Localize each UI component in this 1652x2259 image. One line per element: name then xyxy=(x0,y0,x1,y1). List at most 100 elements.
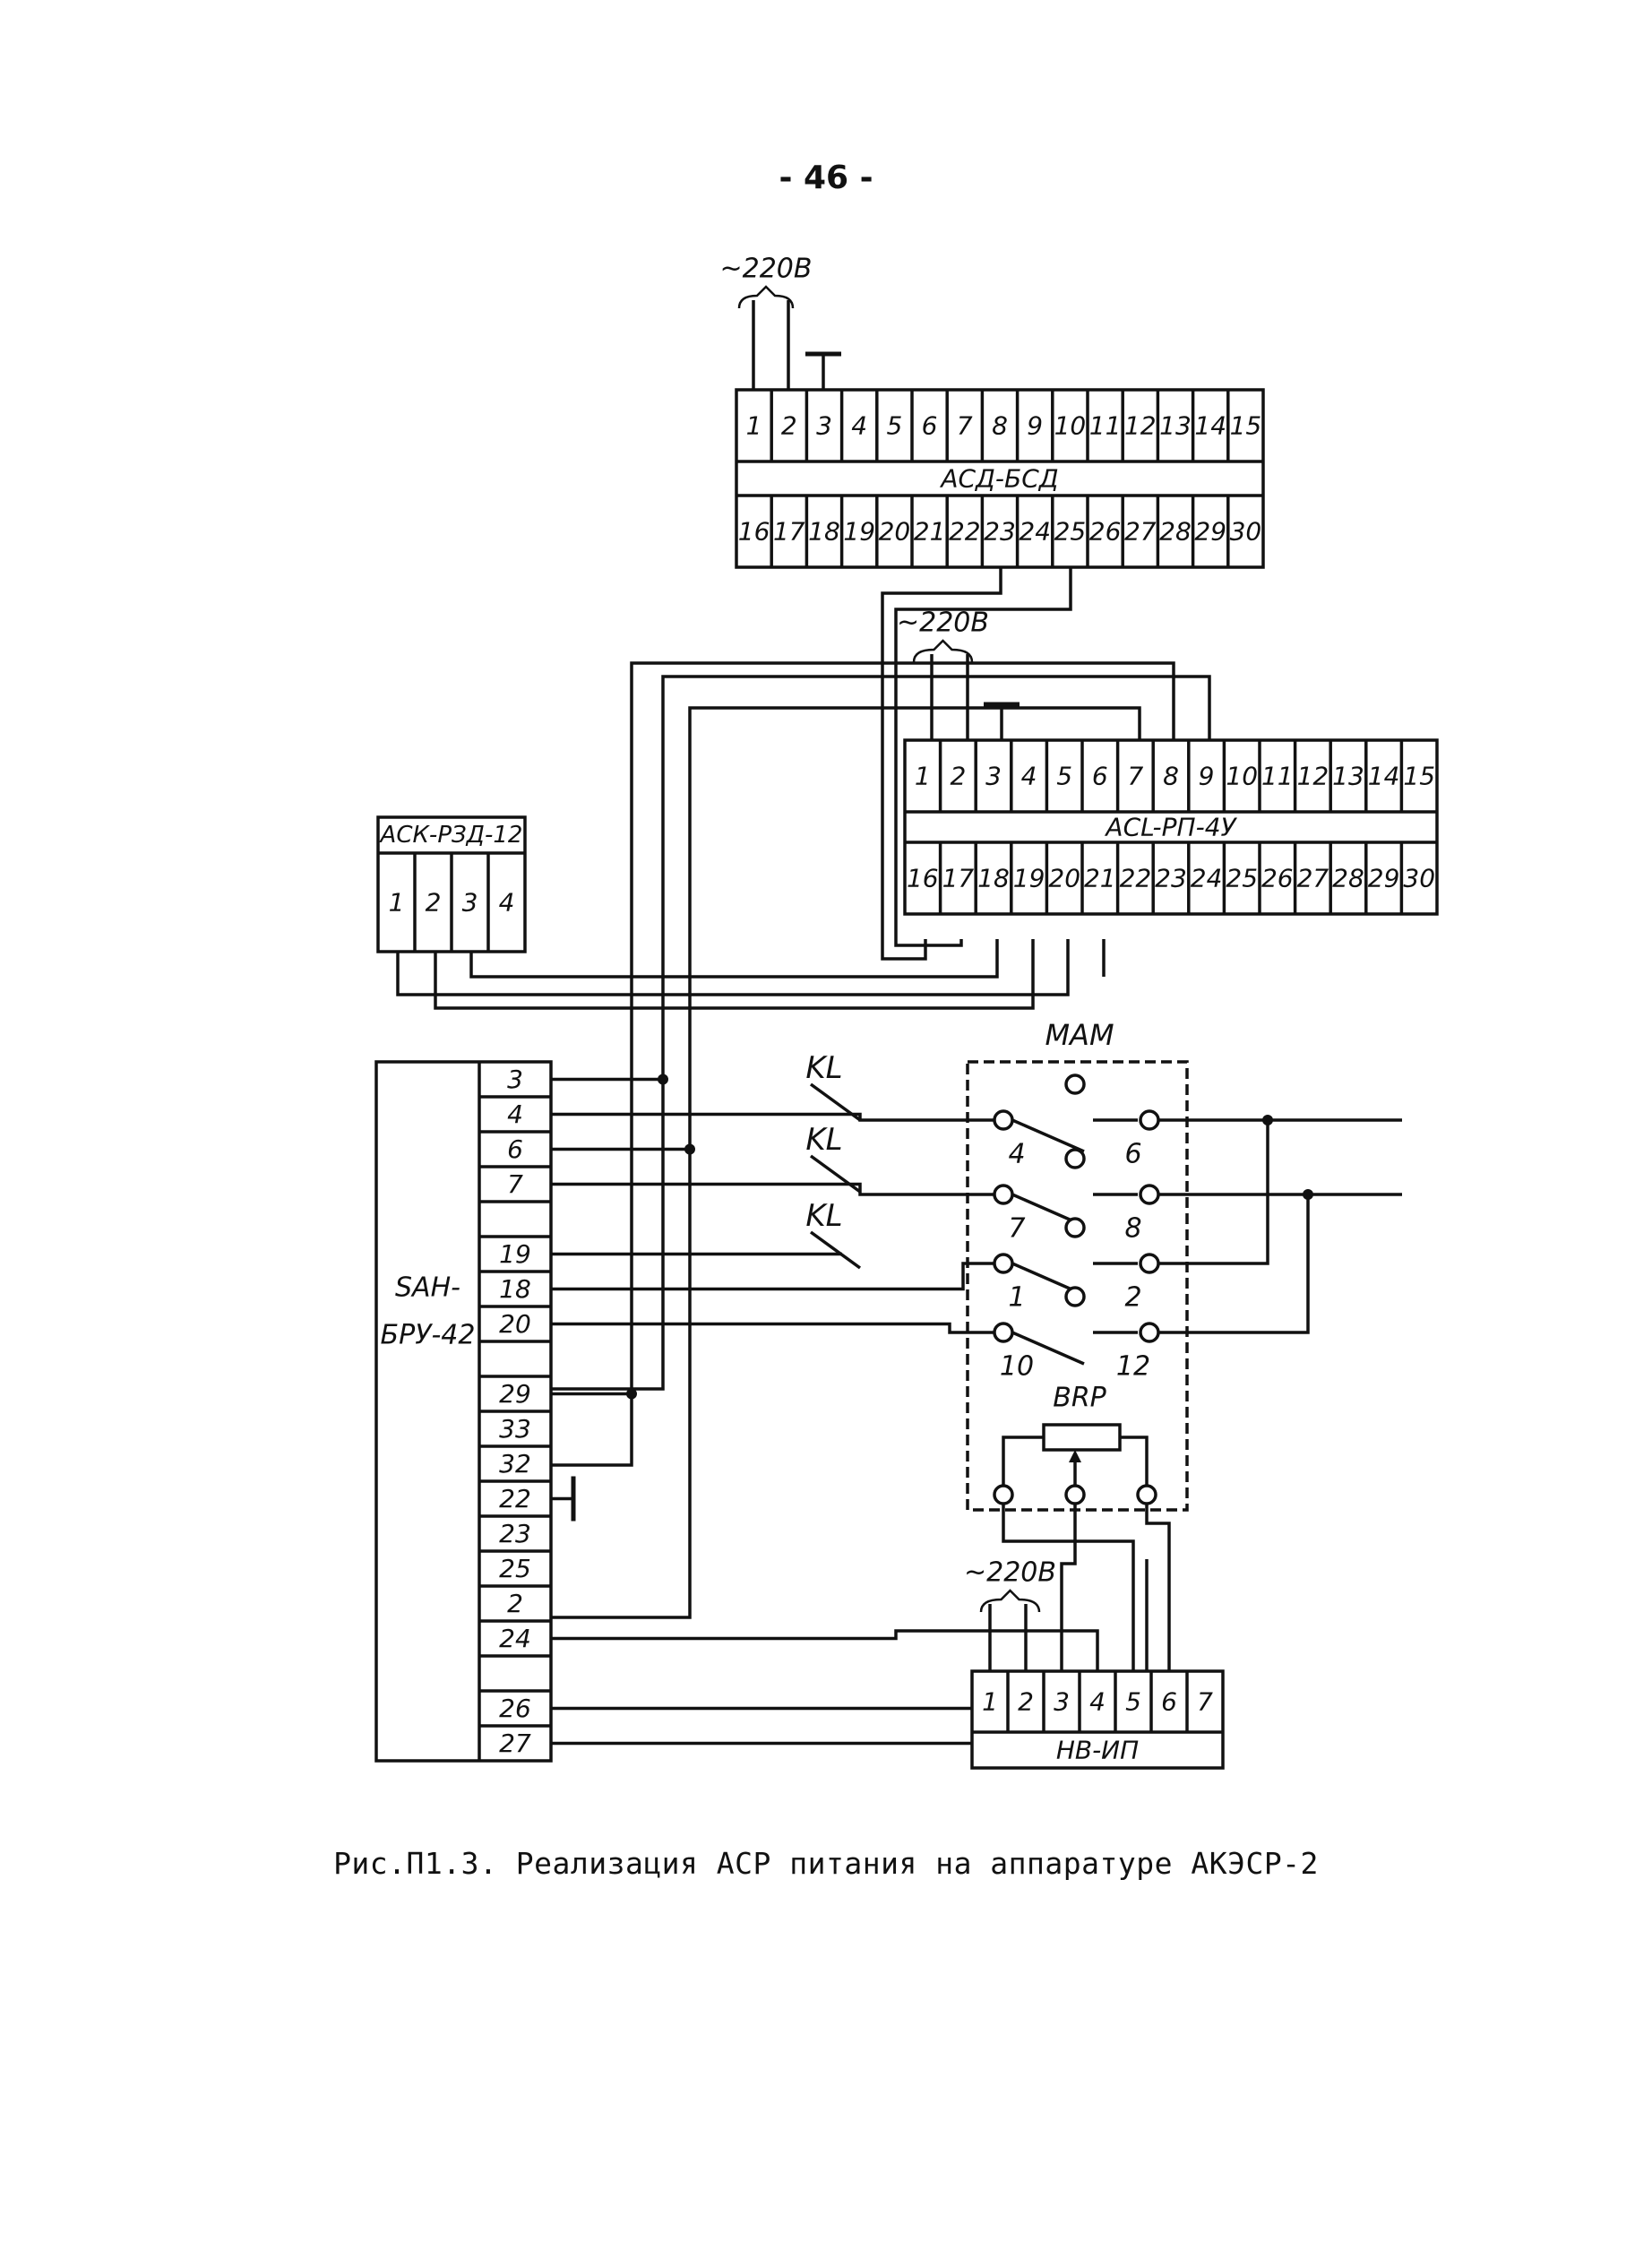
acl-rp-pin-13: 13 xyxy=(1332,762,1364,791)
mam-contact-1: 1 xyxy=(1008,1282,1025,1314)
asd-bsd-pin-1: 1 xyxy=(746,411,762,441)
acl-rp-pin-24: 24 xyxy=(1191,864,1223,893)
supply-brace xyxy=(979,1589,1041,1613)
mam-contact-12: 12 xyxy=(1116,1351,1150,1383)
brp-lead-right xyxy=(1120,1436,1149,1486)
asd-bsd-pin-10: 10 xyxy=(1054,411,1087,441)
sah-pin-7: 7 xyxy=(507,1169,523,1199)
sah-name-line1: SAH- xyxy=(395,1272,460,1304)
asd-bsd-name: АСД-БСД xyxy=(939,464,1058,494)
acl-rp-pin-15: 15 xyxy=(1403,762,1435,791)
terminal xyxy=(1064,1484,1086,1505)
sah-pin-20: 20 xyxy=(499,1309,531,1339)
sah-pin-2: 2 xyxy=(507,1589,523,1618)
wire xyxy=(434,916,1035,1010)
acl-rp-pin-19: 19 xyxy=(1013,864,1045,893)
acl-rp-pin-9: 9 xyxy=(1199,762,1215,791)
sah-pin-22: 22 xyxy=(499,1484,531,1513)
junction-dot xyxy=(626,1388,637,1400)
acl-rp-pin-23: 23 xyxy=(1155,864,1187,893)
supply-label-mid: ~220В xyxy=(897,608,989,639)
sah-pin-19: 19 xyxy=(499,1239,531,1269)
acl-rp-pin-8: 8 xyxy=(1163,762,1179,791)
wire xyxy=(551,675,1211,1391)
brp-lead-left xyxy=(1002,1436,1044,1486)
asd-bsd-pin-14: 14 xyxy=(1194,411,1226,441)
sah-pin-26: 26 xyxy=(499,1694,531,1723)
asd-bsd-pin-24: 24 xyxy=(1019,517,1051,547)
nv-ip-pin-3: 3 xyxy=(1054,1687,1070,1717)
asd-bsd-pin-15: 15 xyxy=(1230,411,1262,441)
terminal xyxy=(1064,1286,1086,1307)
asd-bsd-pin-17: 17 xyxy=(773,517,805,547)
asd-bsd-pin-8: 8 xyxy=(992,411,1008,441)
acl-rp-pin-30: 30 xyxy=(1403,864,1435,893)
acl-rp-pin-4: 4 xyxy=(1021,762,1037,791)
relay-contact xyxy=(809,1082,862,1122)
mam-name: МАМ xyxy=(1045,1018,1114,1052)
terminal xyxy=(993,1184,1014,1205)
junction-dot xyxy=(658,1073,668,1085)
terminal xyxy=(1139,1322,1160,1343)
ask-rzd-pin-3: 3 xyxy=(462,888,478,918)
asd-bsd-pin-28: 28 xyxy=(1159,517,1192,547)
acl-rp-pin-27: 27 xyxy=(1297,864,1329,893)
supply-brace xyxy=(912,639,974,663)
wire xyxy=(1158,1194,1310,1334)
wire xyxy=(1158,1120,1269,1265)
nv-ip-pin-4: 4 xyxy=(1089,1687,1106,1717)
sah-pin-6: 6 xyxy=(507,1134,523,1164)
acl-rp-pin-18: 18 xyxy=(977,864,1010,893)
mam-resistor-label: BRP xyxy=(1053,1383,1106,1414)
wire xyxy=(551,1112,994,1122)
acl-rp-pin-6: 6 xyxy=(1092,762,1108,791)
supply-label-bottom: ~220В xyxy=(964,1557,1056,1589)
acl-rp-name: ACL-РП-4У xyxy=(1104,813,1237,842)
acl-rp-pin-10: 10 xyxy=(1226,762,1258,791)
asd-bsd-pin-25: 25 xyxy=(1054,517,1087,547)
terminal xyxy=(993,1253,1014,1274)
nv-ip-pin-7: 7 xyxy=(1197,1687,1213,1717)
acl-rp-pin-26: 26 xyxy=(1261,864,1294,893)
acl-rp-pin-12: 12 xyxy=(1297,762,1329,791)
acl-rp-pin-17: 17 xyxy=(942,864,975,893)
nv-ip-pin-2: 2 xyxy=(1018,1687,1034,1717)
wire xyxy=(551,1182,994,1196)
figure-caption: Рис.П1.3. Реализация АСР питания на аппа… xyxy=(333,1846,1319,1881)
terminal xyxy=(1139,1184,1160,1205)
wire xyxy=(894,567,1072,947)
wire xyxy=(1002,1504,1135,1671)
mam-contact-6: 6 xyxy=(1124,1139,1141,1170)
terminal xyxy=(993,1322,1014,1343)
wire xyxy=(551,1322,994,1334)
switch-contact xyxy=(1011,1331,1085,1366)
sah-pin-29: 29 xyxy=(499,1379,531,1409)
sah-pin-24: 24 xyxy=(499,1624,531,1653)
asd-bsd-pin-4: 4 xyxy=(851,411,867,441)
supply-label-top: ~220В xyxy=(720,254,813,285)
ask-rzd-pin-4: 4 xyxy=(499,888,515,918)
relay-label-kl-1: KL xyxy=(805,1050,842,1086)
junction-dot xyxy=(684,1143,695,1155)
sah-pin-18: 18 xyxy=(499,1274,531,1304)
wire xyxy=(1060,1504,1077,1671)
terminal xyxy=(1064,1073,1086,1095)
acl-rp-pin-5: 5 xyxy=(1056,762,1072,791)
acl-rp-pin-29: 29 xyxy=(1368,864,1400,893)
sah-pin-23: 23 xyxy=(499,1519,531,1548)
sah-name-line2: БРУ-42 xyxy=(381,1320,476,1351)
acl-rp-pin-16: 16 xyxy=(907,864,939,893)
wire xyxy=(551,706,1141,1619)
asd-bsd-pin-20: 20 xyxy=(879,517,911,547)
terminal xyxy=(1139,1253,1160,1274)
asd-bsd-pin-13: 13 xyxy=(1159,411,1192,441)
acl-rp-pin-22: 22 xyxy=(1120,864,1152,893)
wire xyxy=(551,661,1175,1467)
asd-bsd-pin-26: 26 xyxy=(1089,517,1122,547)
acl-rp-frame xyxy=(903,738,1439,916)
